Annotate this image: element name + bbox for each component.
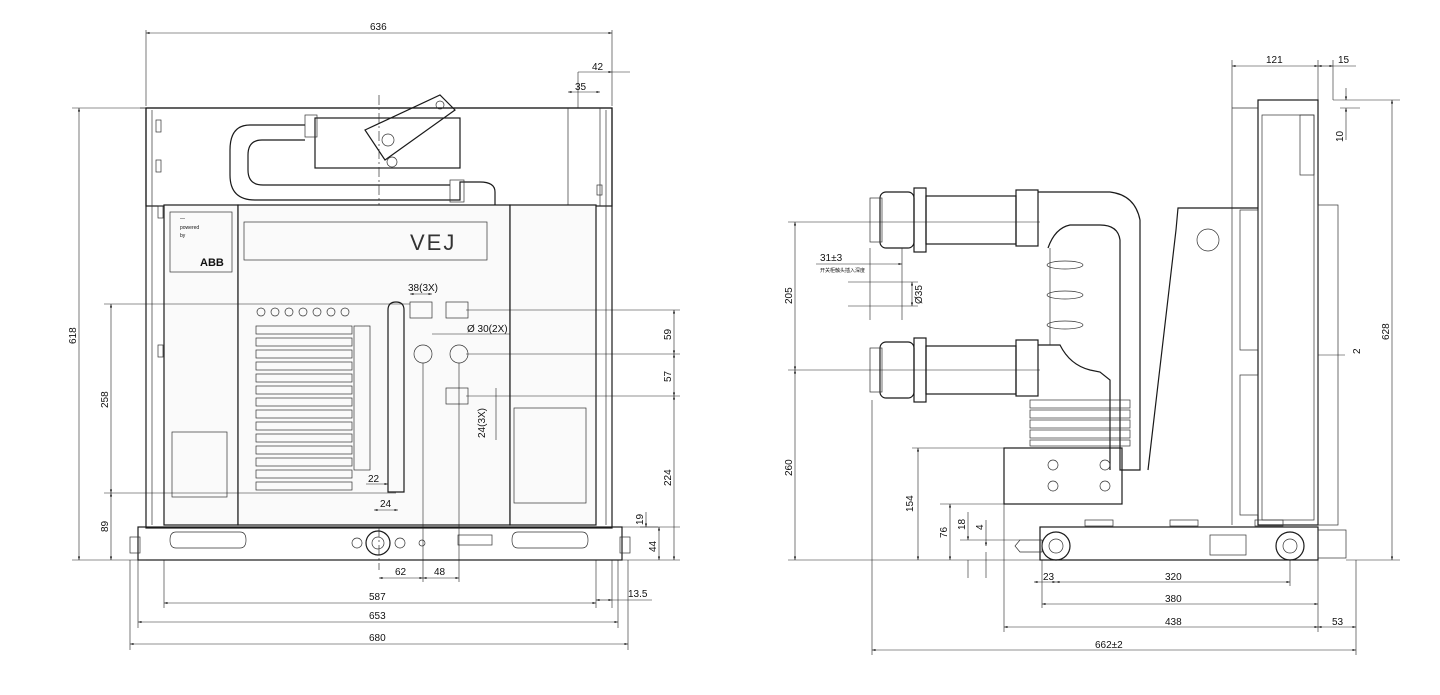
dim-57: 57 (663, 370, 674, 382)
side-front-plate (1257, 99, 1319, 526)
front-chassis (137, 526, 623, 561)
upper-terminal (869, 187, 1141, 471)
dim-62: 62 (395, 567, 407, 578)
dim-154: 154 (905, 495, 916, 512)
dim-258: 258 (100, 391, 111, 408)
dim-4: 4 (975, 524, 986, 530)
bellows (1029, 399, 1131, 447)
dim-653: 653 (369, 611, 386, 622)
dim-636: 636 (370, 22, 387, 33)
dim-59: 59 (663, 328, 674, 340)
badge-line-1: — (180, 216, 185, 222)
dim-320: 320 (1165, 572, 1182, 583)
insulator-springs (1046, 248, 1084, 345)
dim-53: 53 (1332, 617, 1344, 628)
abb-logo: ABB (200, 257, 224, 269)
racking-wheel (365, 530, 391, 556)
front-right-panel (509, 204, 597, 526)
dim-662: 662±2 (1095, 640, 1123, 651)
dim-628: 628 (1381, 323, 1392, 340)
dim-680: 680 (369, 633, 386, 644)
indicator-lamps (256, 307, 350, 317)
front-view: — powered by ABB VEJ (129, 94, 631, 570)
dim-38-3x: 38(3X) (408, 283, 438, 294)
opening-1 (409, 301, 433, 319)
dim-35: 35 (575, 82, 587, 93)
dim-89: 89 (100, 520, 111, 532)
dim-10: 10 (1335, 130, 1346, 142)
vent-grille (255, 325, 353, 491)
dim-18: 18 (957, 518, 968, 530)
dim-dia-30: Ø 30(2X) (467, 324, 508, 335)
dim-24: 24 (380, 499, 392, 510)
side-view (869, 99, 1347, 561)
dim-587: 587 (369, 592, 386, 603)
dim-23: 23 (1043, 572, 1055, 583)
lower-terminal (869, 337, 1111, 470)
dim-13-5: 13.5 (628, 589, 648, 600)
dim-48: 48 (434, 567, 446, 578)
front-dimensions: 636 42 35 618 258 89 38(3X) Ø 30(2X) 59 … (68, 22, 680, 650)
badge-line-3: by (180, 233, 186, 239)
side-wheel-right (1275, 531, 1305, 561)
dim-44: 44 (648, 540, 659, 552)
front-left-panel (163, 204, 239, 526)
product-label: VEJ (410, 230, 456, 255)
badge-line-2: powered (180, 225, 199, 231)
dim-438: 438 (1165, 617, 1182, 628)
side-wheel-left (1041, 531, 1071, 561)
dim-260: 260 (784, 459, 795, 476)
note-31: 31±3 (820, 253, 843, 264)
mounting-bracket (1003, 447, 1123, 505)
dim-42: 42 (592, 62, 604, 73)
dim-dia-35: Ø35 (914, 285, 925, 304)
dim-380: 380 (1165, 594, 1182, 605)
note-insertion-depth: 开关柜触头插入深度 (820, 267, 865, 274)
dim-19: 19 (635, 513, 646, 525)
dim-76: 76 (939, 526, 950, 538)
front-handle (387, 301, 405, 493)
front-center-panel (237, 204, 511, 526)
side-dimensions: 121 15 10 628 2 205 260 31±3 开关柜触头插入深度 Ø… (784, 55, 1400, 655)
dim-618: 618 (68, 327, 79, 344)
dim-205: 205 (784, 287, 795, 304)
front-label-plate (243, 221, 488, 261)
front-left-window (171, 431, 228, 498)
pole-mechanism (229, 94, 496, 205)
dim-24-3x: 24(3X) (477, 408, 488, 438)
dim-2: 2 (1352, 348, 1363, 354)
dim-15: 15 (1338, 55, 1350, 66)
dim-22: 22 (368, 474, 380, 485)
abb-badge (169, 211, 233, 273)
dim-224: 224 (663, 469, 674, 486)
dim-121: 121 (1266, 55, 1283, 66)
